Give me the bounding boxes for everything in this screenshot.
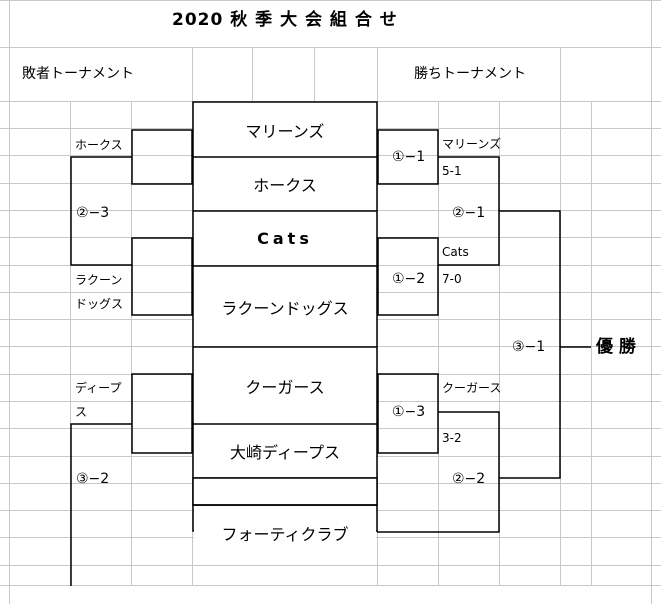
page-title: 2020 秋 季 大 会 組 合 せ	[172, 10, 398, 30]
winner-final: ③−1	[512, 339, 546, 355]
winner-semi-1: ②−1	[452, 205, 486, 221]
loser-deeps-line1: ディープ	[75, 381, 122, 395]
team-raccoon-dogs: ラクーンドッグス	[194, 267, 376, 346]
winner-2-name: Cats	[442, 245, 469, 259]
loser-hawks: ホークス	[75, 138, 123, 152]
loser-raccoon-line2: ドッグス	[75, 297, 124, 311]
team-hawks: ホークス	[194, 158, 376, 210]
team-marines: マリーンズ	[194, 103, 376, 156]
loser-deeps-line2: ス	[75, 405, 88, 419]
team-osaki-deeps: 大崎ディープス	[194, 425, 376, 477]
winner-3-score: 3-2	[442, 431, 462, 445]
winner-1-name: マリーンズ	[442, 137, 502, 151]
loser-bracket-header: 敗者トーナメント	[22, 66, 134, 82]
loser-match-a: ②−3	[76, 205, 110, 221]
winner-3-name: クーガース	[442, 381, 502, 395]
loser-match-b: ③−2	[76, 471, 110, 487]
winner-1-score: 5-1	[442, 164, 462, 178]
team-cougars: クーガース	[194, 348, 376, 423]
team-cats: Cats	[194, 212, 376, 265]
bracket-lines	[70, 101, 591, 586]
loser-raccoon-line1: ラクーン	[75, 273, 123, 287]
team-forty-club: フォーティクラブ	[194, 506, 376, 559]
winner-match-1: ①−1	[392, 149, 426, 165]
winner-match-3: ①−3	[392, 404, 426, 420]
winner-bracket-header: 勝ちトーナメント	[414, 66, 526, 82]
winner-2-score: 7-0	[442, 272, 462, 286]
winner-semi-2: ②−2	[452, 471, 486, 487]
winner-match-2: ①−2	[392, 271, 426, 287]
champion-label: 優 勝	[596, 337, 636, 357]
